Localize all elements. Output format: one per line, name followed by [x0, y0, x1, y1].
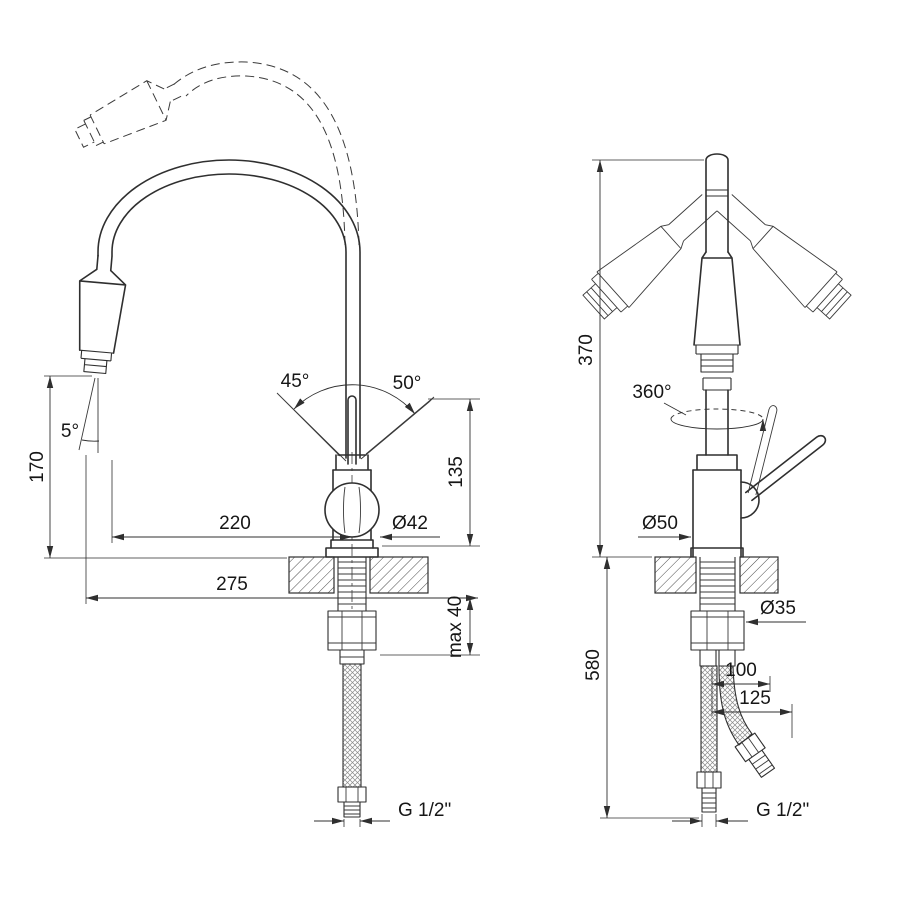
ball-joint: [324, 482, 380, 538]
dim-100-label: 100: [725, 660, 757, 681]
threaded-shank-side: [699, 557, 736, 611]
dim-5deg-label: 5°: [61, 421, 79, 442]
dimensions-front: 170 5° 45° 50° 135 220 Ø42 275: [27, 371, 480, 827]
dim-220-label: 220: [219, 513, 251, 534]
faucet-column: [693, 153, 741, 456]
dim-d50-label: Ø50: [642, 513, 678, 534]
handle-rotation-fan: [276, 384, 435, 465]
mounting-hardware-front: [327, 557, 377, 818]
dim-max40-label: max 40: [445, 596, 466, 658]
supply-hose-straight: [700, 665, 718, 773]
swivel-joint: [706, 189, 728, 197]
dim-170-label: 170: [27, 451, 48, 483]
phantom-spout: [74, 61, 360, 246]
mounting-nut-side: [690, 610, 745, 651]
dim-580-label: 580: [583, 649, 604, 681]
side-view: 360°: [576, 153, 852, 827]
hose-fitting-angled: [734, 732, 776, 778]
threaded-shank: [337, 557, 367, 611]
dim-370-label: 370: [576, 334, 597, 366]
countertop-front: [288, 556, 429, 594]
handle-ball-joint: [740, 481, 760, 519]
supply-hose: [342, 663, 362, 788]
spray-head: [78, 254, 127, 375]
hose-thread-tip: [343, 801, 361, 818]
hose-nut: [337, 786, 367, 803]
dim-45deg-label: 45°: [281, 371, 310, 392]
gooseneck-spout: [78, 159, 361, 459]
dim-125-label: 125: [739, 688, 771, 709]
phantom-spray-head: [74, 80, 182, 148]
dim-360deg-label: 360°: [632, 382, 671, 403]
swivel-annotation: 360°: [632, 382, 767, 432]
front-view: 170 5° 45° 50° 135 220 Ø42 275: [27, 61, 480, 827]
dim-d35-label: Ø35: [760, 598, 796, 619]
dimensions-side: 370 580 Ø50 Ø35 100 125 G 1/2": [576, 159, 809, 827]
hose-nut-straight: [696, 771, 722, 789]
handle-position-45: [276, 392, 347, 462]
dim-d42-label: Ø42: [392, 513, 428, 534]
countertop-side: [654, 556, 779, 594]
dim-275-label: 275: [216, 574, 248, 595]
handle-angle-arc: [293, 384, 416, 415]
dim-g12-front-label: G 1/2": [398, 800, 451, 821]
mounting-hardware-side: [690, 557, 776, 813]
docked-spray-head: [693, 251, 741, 346]
side-handle-alt-position: [747, 405, 778, 496]
hose-tip-straight: [701, 787, 717, 813]
side-handle-lever: [744, 434, 827, 502]
handle-position-50: [360, 396, 435, 460]
phantom-head-right: [716, 194, 852, 320]
dim-135-label: 135: [446, 456, 467, 488]
faucet-body-side: [690, 405, 827, 558]
dim-g12-side-label: G 1/2": [756, 800, 809, 821]
dim-50deg-label: 50°: [393, 373, 422, 394]
